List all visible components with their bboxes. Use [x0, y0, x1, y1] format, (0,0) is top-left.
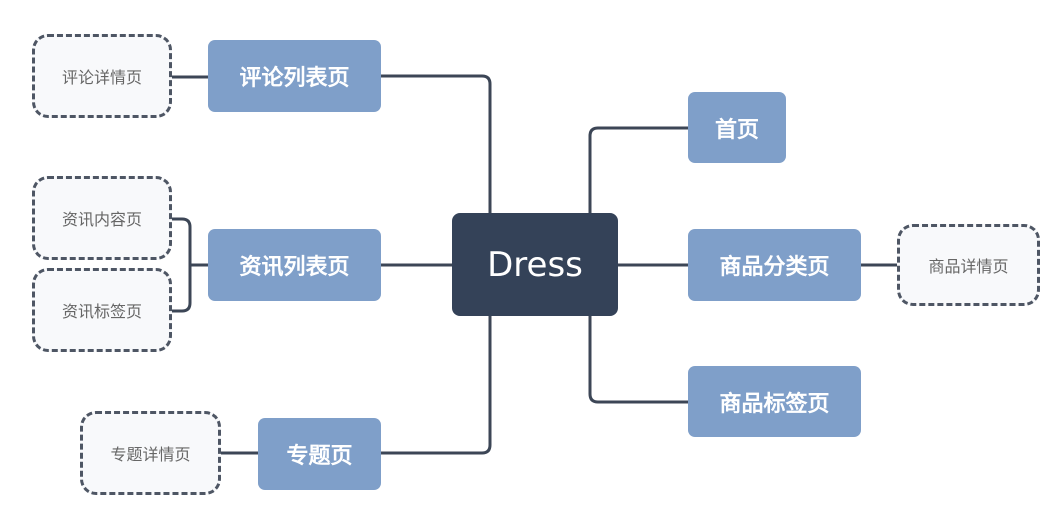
root-label: Dress [487, 244, 583, 285]
node-label: 专题页 [286, 444, 353, 469]
node-label: 评论详情页 [61, 68, 142, 87]
connector-tag [588, 316, 688, 404]
node-label: 商品标签页 [719, 391, 830, 417]
node-product-detail[interactable]: 商品详情页 [897, 224, 1040, 306]
connector-home [588, 126, 688, 213]
root-node[interactable]: Dress [452, 213, 618, 316]
node-product-tag[interactable]: 商品标签页 [688, 366, 861, 437]
node-news-list[interactable]: 资讯列表页 [208, 229, 381, 301]
node-label: 资讯列表页 [239, 255, 350, 280]
node-label: 首页 [714, 117, 759, 143]
node-topic-detail[interactable]: 专题详情页 [80, 411, 221, 495]
node-label: 资讯内容页 [61, 210, 142, 229]
node-comment-list[interactable]: 评论列表页 [208, 40, 381, 112]
node-label: 评论列表页 [239, 66, 350, 91]
connector-comment-list [381, 74, 492, 213]
node-topic[interactable]: 专题页 [258, 418, 381, 490]
node-product-category[interactable]: 商品分类页 [688, 229, 861, 301]
node-label: 专题详情页 [110, 445, 191, 464]
node-news-content[interactable]: 资讯内容页 [32, 176, 172, 260]
node-label: 资讯标签页 [61, 302, 142, 321]
node-news-tag[interactable]: 资讯标签页 [32, 268, 172, 352]
node-label: 商品详情页 [928, 257, 1009, 276]
node-comment-detail[interactable]: 评论详情页 [32, 34, 172, 118]
connector-topic [381, 316, 492, 455]
node-label: 商品分类页 [719, 255, 830, 280]
connector-news-children [158, 217, 208, 313]
node-home[interactable]: 首页 [688, 92, 786, 163]
